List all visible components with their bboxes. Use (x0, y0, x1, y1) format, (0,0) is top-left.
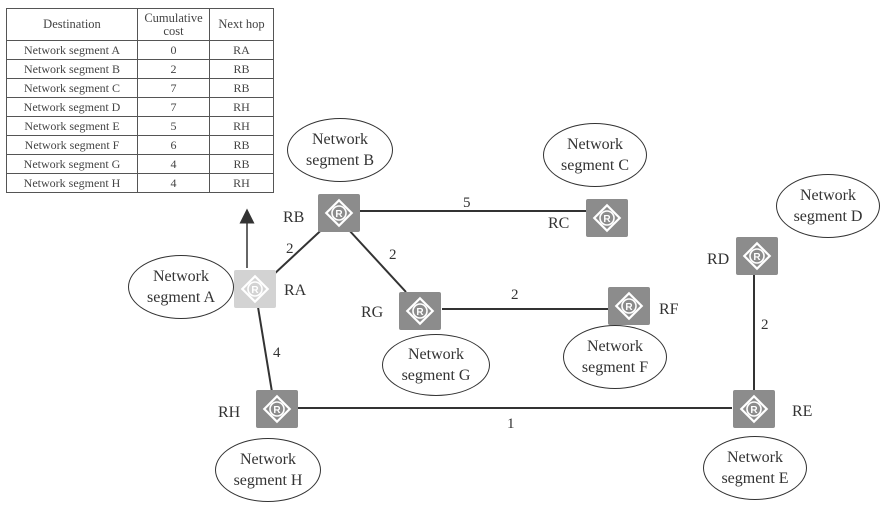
cost-rb-rg: 2 (389, 247, 397, 263)
router-glyph: R (273, 405, 281, 416)
router-icon: R (739, 394, 769, 424)
router-glyph: R (251, 285, 259, 296)
cost-rh-re: 1 (507, 416, 515, 432)
network-segment-c: Network segment C (543, 123, 647, 187)
router-icon: R (614, 291, 644, 321)
segment-a-line2: segment A (147, 289, 215, 306)
router-glyph: R (750, 405, 758, 416)
segment-g-line2: segment G (401, 367, 471, 384)
router-label-rh: RH (218, 404, 241, 421)
router-icon: R (405, 296, 435, 326)
network-segment-e: Network segment E (703, 436, 807, 500)
network-segment-d: Network segment D (776, 174, 880, 238)
link-ra-rh (257, 306, 273, 393)
router-rh: R (256, 390, 298, 428)
router-glyph: R (625, 302, 633, 313)
cost-ra-rh: 4 (273, 345, 281, 361)
network-segment-f: Network segment F (563, 325, 667, 389)
router-glyph: R (753, 252, 761, 263)
cost-rd-re: 2 (761, 317, 769, 333)
router-glyph: R (335, 209, 343, 220)
router-label-rg: RG (361, 304, 384, 321)
cell-next-hop: RH (209, 173, 274, 193)
segment-b-line1: Network (312, 131, 368, 148)
router-label-rd: RD (707, 251, 730, 268)
router-icon: R (742, 241, 772, 271)
cell-destination: Network segment B (6, 59, 138, 79)
router-label-re: RE (792, 403, 813, 420)
router-icon: R (240, 274, 270, 304)
header-next-hop: Next hop (209, 8, 274, 41)
router-rd: R (736, 237, 778, 275)
network-segment-a: Network segment A (128, 255, 234, 319)
segment-e-line2: segment E (721, 470, 789, 487)
cell-destination: Network segment G (6, 154, 138, 174)
segment-f-line2: segment F (581, 359, 649, 376)
link-rb-rg (347, 228, 407, 293)
router-ra: R (234, 270, 276, 308)
cell-destination: Network segment H (6, 173, 138, 193)
cost-rb-rc: 5 (463, 195, 471, 211)
header-destination: Destination (6, 8, 138, 41)
router-glyph: R (603, 214, 611, 225)
router-rg: R (399, 292, 441, 330)
router-label-rb: RB (283, 209, 305, 226)
router-icon: R (262, 394, 292, 424)
cost-ra-rb: 2 (286, 241, 294, 257)
router-label-ra: RA (284, 282, 307, 299)
network-segment-h: Network segment H (215, 438, 321, 502)
router-rf: R (608, 287, 650, 325)
segment-a-line1: Network (153, 268, 209, 285)
segment-h-line1: Network (240, 451, 296, 468)
network-segment-g: Network segment G (382, 334, 490, 396)
segment-b-line2: segment B (306, 152, 374, 169)
router-re: R (733, 390, 775, 428)
cell-destination: Network segment A (6, 40, 138, 60)
segment-d-line1: Network (800, 187, 856, 204)
router-icon: R (324, 198, 354, 228)
router-rb: R (318, 194, 360, 232)
segment-d-line2: segment D (793, 208, 863, 225)
segment-e-line1: Network (727, 449, 783, 466)
cost-rg-rf: 2 (511, 287, 519, 303)
router-label-rf: RF (659, 301, 679, 318)
router-label-rc: RC (548, 215, 570, 232)
router-rc: R (586, 199, 628, 237)
segment-c-line2: segment C (561, 157, 629, 174)
segment-f-line1: Network (587, 338, 643, 355)
router-icon: R (592, 203, 622, 233)
router-glyph: R (416, 307, 424, 318)
segment-g-line1: Network (408, 346, 464, 363)
network-segment-b: Network segment B (287, 118, 393, 182)
segment-c-line1: Network (567, 136, 623, 153)
segment-h-line2: segment H (233, 472, 303, 489)
